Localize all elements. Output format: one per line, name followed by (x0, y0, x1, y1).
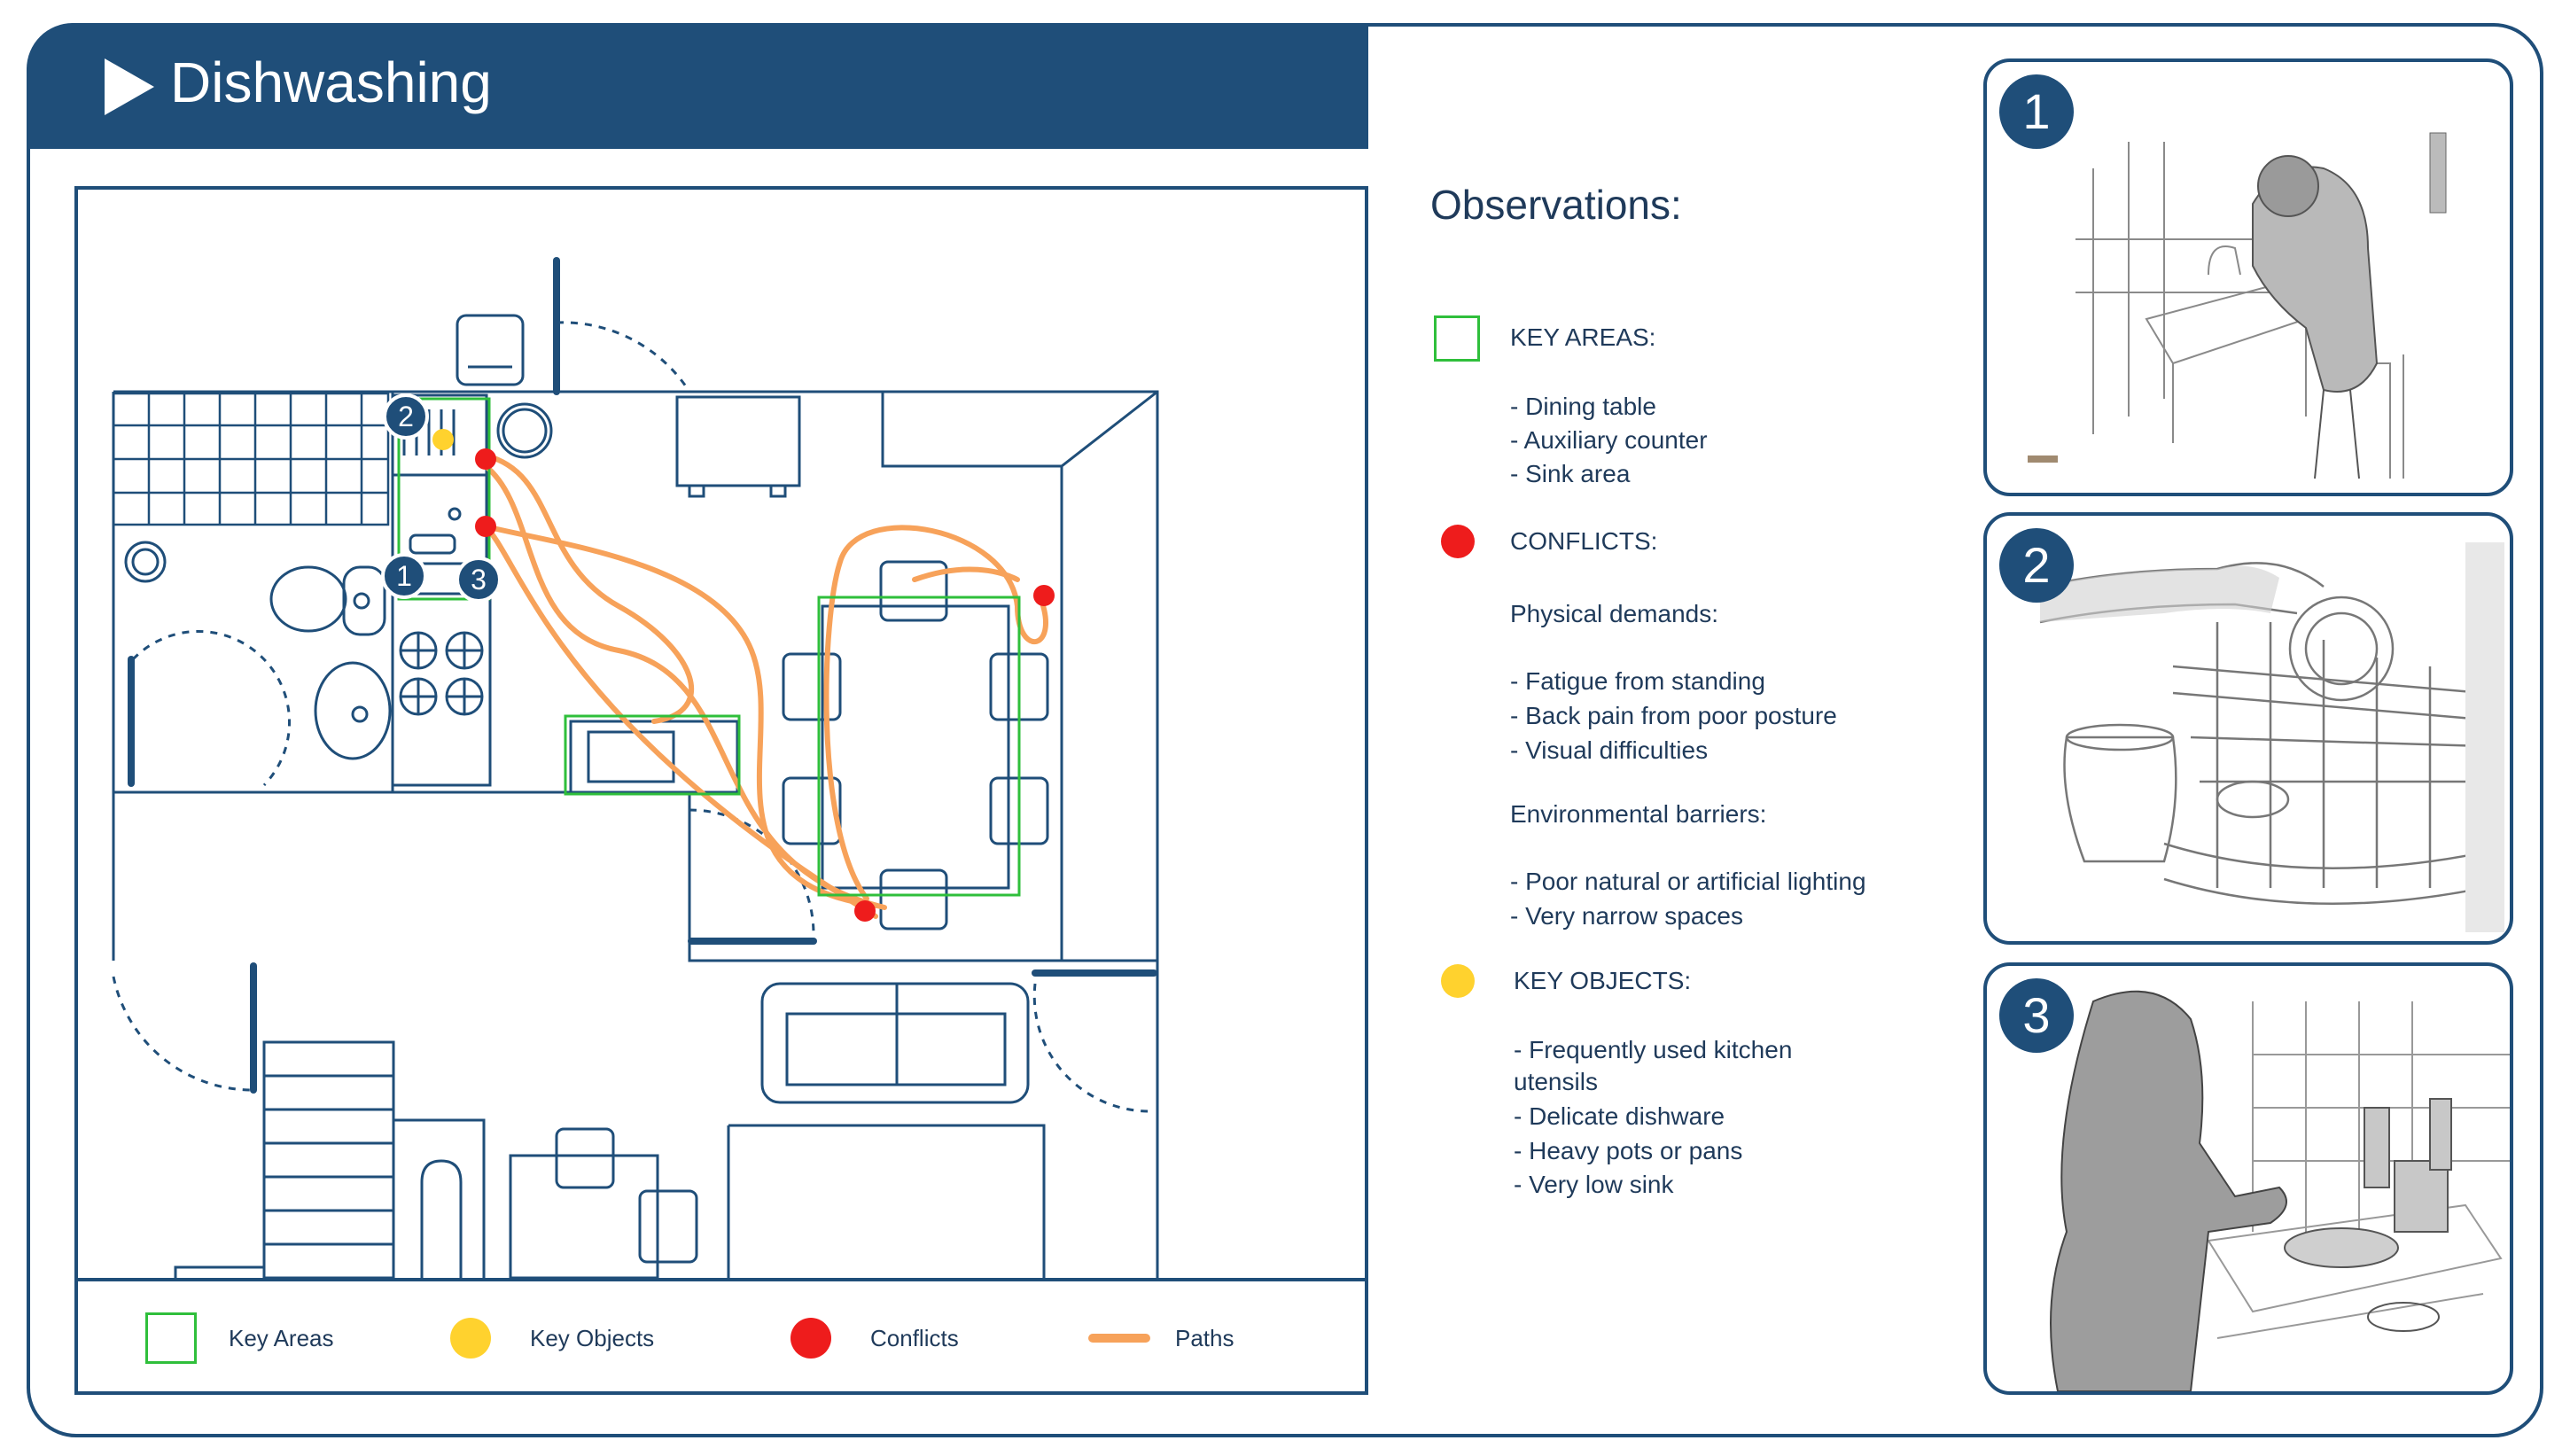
key-objects-heading: KEY OBJECTS: (1514, 967, 1692, 994)
conflicts-heading: CONFLICTS: (1510, 527, 1658, 555)
photo-number-3: 3 (1999, 978, 2074, 1053)
legend-key-areas: Key Areas (145, 1312, 334, 1365)
physical-item: - Fatigue from standing (1510, 667, 1765, 695)
photo-panel-3: 3 (1983, 962, 2513, 1395)
page-title: Dishwashing (170, 51, 492, 114)
marker-3-label: 3 (471, 564, 487, 596)
legend-paths: Paths (1088, 1312, 1234, 1365)
conflicts-red-dot-icon (1441, 525, 1475, 558)
legend-key-objects-label: Key Objects (530, 1324, 655, 1351)
green-square-icon (145, 1312, 197, 1364)
legend-conflicts-label: Conflicts (870, 1324, 959, 1351)
key-objects-yellow-dot-icon (1441, 964, 1475, 998)
physical-demands-heading: Physical demands: (1510, 600, 1719, 627)
observations-title: Observations: (1430, 182, 1682, 228)
legend-key-objects: Key Objects (450, 1312, 654, 1365)
yellow-dot-icon (450, 1318, 491, 1359)
floor-plan: 2 1 3 Key Areas Key Objects Conflicts Pa… (74, 186, 1368, 1395)
environmental-item: - Poor natural or artificial lighting (1510, 868, 1866, 895)
key-object-item: - Frequently used kitchen (1514, 1036, 1793, 1063)
environmental-heading: Environmental barriers: (1510, 800, 1767, 828)
marker-1-label: 1 (396, 560, 412, 592)
environmental-item: - Very narrow spaces (1510, 902, 1743, 930)
key-object-item: - Heavy pots or pans (1514, 1137, 1743, 1164)
key-object-item: - Delicate dishware (1514, 1102, 1725, 1130)
physical-item: - Visual difficulties (1510, 736, 1709, 764)
photo-number-1: 1 (1999, 74, 2074, 149)
key-area-item: - Sink area (1510, 460, 1631, 487)
play-triangle-icon (105, 58, 154, 115)
sketch-woman-washing-dishes (2050, 990, 2510, 1391)
orange-line-icon (1088, 1334, 1150, 1343)
marker-2-label: 2 (398, 401, 414, 432)
key-object-item: - Very low sink (1514, 1171, 1674, 1198)
photo-panel-2: 2 (1983, 512, 2513, 945)
legend-conflicts: Conflicts (790, 1312, 959, 1365)
key-area-item: - Dining table (1510, 393, 1656, 420)
key-areas-green-square-icon (1434, 315, 1480, 362)
key-area-item: - Auxiliary counter (1510, 426, 1708, 454)
header-bar: Dishwashing (27, 23, 1368, 149)
red-dot-icon (790, 1318, 831, 1359)
legend-key-areas-label: Key Areas (229, 1324, 334, 1351)
key-areas-heading: KEY AREAS: (1510, 323, 1656, 351)
photo-panel-1: 1 (1983, 58, 2513, 496)
sketch-hand-placing-plate (2039, 542, 2504, 932)
floor-plan-drawing: 2 1 3 (112, 257, 1159, 1278)
legend: Key Areas Key Objects Conflicts Paths (78, 1278, 1365, 1391)
sketch-woman-at-sink (2028, 132, 2447, 479)
photo-number-2: 2 (1999, 528, 2074, 603)
legend-paths-label: Paths (1175, 1324, 1234, 1351)
physical-item: - Back pain from poor posture (1510, 702, 1837, 729)
key-object-item: utensils (1514, 1068, 1598, 1095)
